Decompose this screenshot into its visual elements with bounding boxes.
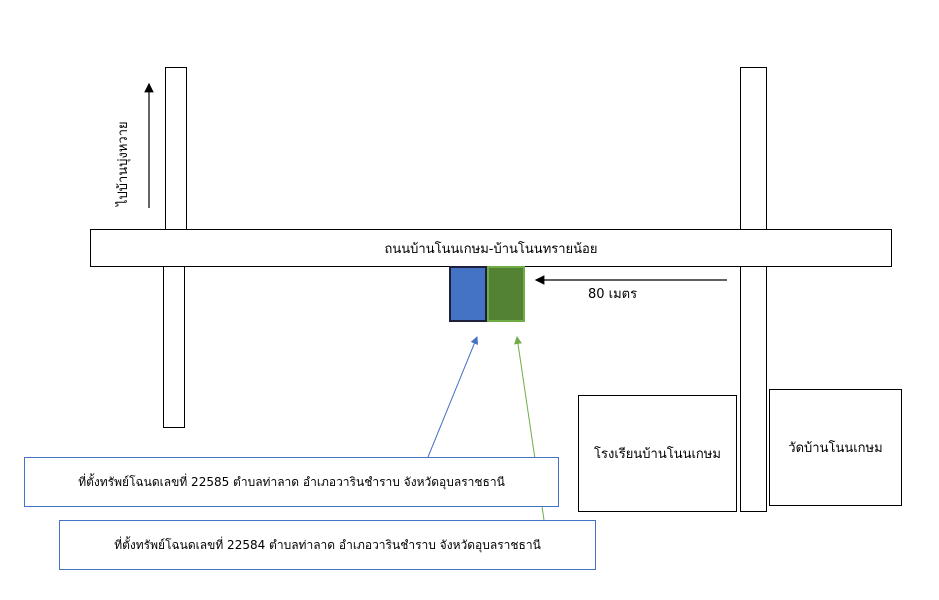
callout-plot-22584: ที่ตั้งทรัพย์โฉนดเลขที่ 22584 ตำบลท่าลาด… [59,520,596,570]
temple-label: วัดบ้านโนนเกษม [788,441,883,456]
plot-22585 [449,266,487,322]
temple-box: วัดบ้านโนนเกษม [769,389,902,506]
school-label: โรงเรียนบ้านโนนเกษม [594,447,721,462]
plot-22584 [487,266,525,322]
left-road-north [165,67,187,230]
direction-label: ไปบ้านบุ่งหวาย [116,121,131,206]
callout-plot-22584-label: ที่ตั้งทรัพย์โฉนดเลขที่ 22584 ตำบลท่าลาด… [114,537,541,552]
blue-callout-pointer [427,336,479,458]
left-road-south [163,266,185,428]
right-road-north [740,67,767,230]
main-road-label: ถนนบ้านโนนเกษม-บ้านโนนทรายน้อย [384,241,598,257]
callout-plot-22585-label: ที่ตั้งทรัพย์โฉนดเลขที่ 22585 ตำบลท่าลาด… [78,474,505,489]
callout-plot-22585: ที่ตั้งทรัพย์โฉนดเลขที่ 22585 ตำบลท่าลาด… [24,457,559,507]
main-road: ถนนบ้านโนนเกษม-บ้านโนนทรายน้อย [90,229,892,267]
school-box: โรงเรียนบ้านโนนเกษม [578,395,737,512]
right-road-south [740,266,767,512]
distance-label: 80 เมตร [588,287,638,302]
